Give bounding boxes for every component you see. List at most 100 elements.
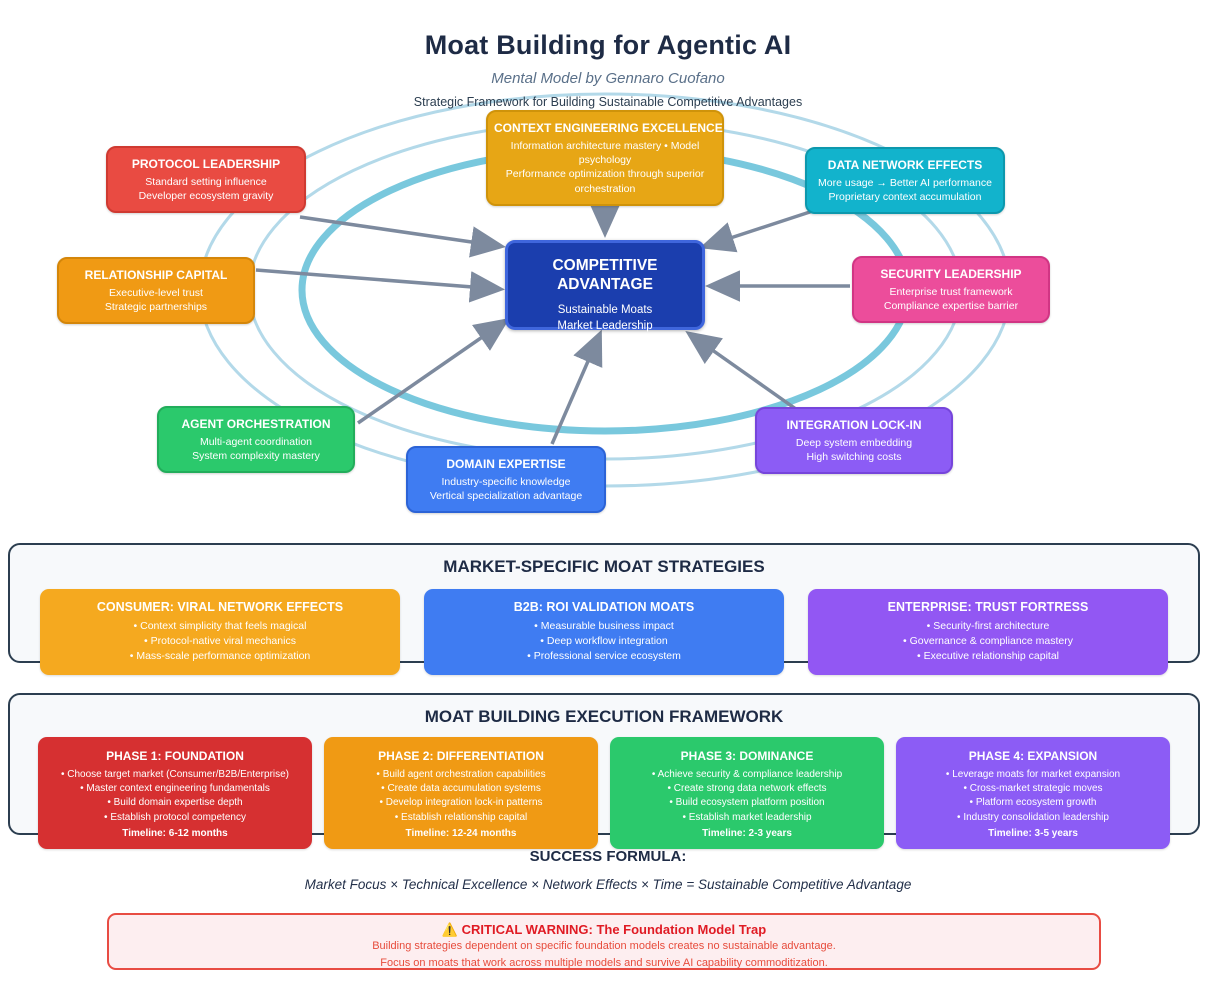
bullet-item: Create strong data network effects — [620, 782, 874, 796]
node-line: Deep system embedding — [795, 437, 913, 449]
phase-timeline: Timeline: 2-3 years — [702, 827, 792, 839]
bullet-item: Protocol-native viral mechanics — [50, 634, 390, 649]
warning-line: Focus on moats that work across multiple… — [380, 956, 828, 969]
node-line: Information architecture mastery • Model… — [510, 140, 700, 167]
card-title: PHASE 2: DIFFERENTIATION — [378, 749, 544, 763]
bullet-item: Build agent orchestration capabilities — [334, 768, 588, 782]
card-title: PHASE 3: DOMINANCE — [680, 749, 814, 763]
arrow-integration-to-center — [685, 330, 812, 421]
section-title: MOAT BUILDING EXECUTION FRAMEWORK — [424, 707, 784, 726]
node-line: System complexity mastery — [192, 450, 320, 463]
bullet-item: Executive relationship capital — [818, 649, 1158, 664]
success-formula: SUCCESS FORMULA: Market Focus × Technica… — [0, 848, 1216, 892]
bullet-item: Security-first architecture — [818, 619, 1158, 634]
bullet-item: Build domain expertise depth — [48, 796, 302, 810]
node-line: Executive-level trust — [109, 287, 203, 299]
bullet-item: Cross-market strategic moves — [906, 782, 1160, 796]
bullet-item: Establish relationship capital — [334, 811, 588, 825]
bullet-item: Develop integration lock-in patterns — [334, 796, 588, 810]
node-protocol-leadership: PROTOCOL LEADERSHIP Standard setting inf… — [106, 146, 306, 214]
page-title: Moat Building for Agentic AI — [424, 30, 792, 60]
success-formula-text: Market Focus × Technical Excellence × Ne… — [304, 877, 912, 892]
node-agent-orchestration: AGENT ORCHESTRATION Multi-agent coordina… — [157, 406, 355, 474]
bullet-item: Establish market leadership — [620, 811, 874, 825]
node-line: Standard setting influence — [145, 176, 267, 188]
node-line: Multi-agent coordination — [199, 436, 313, 448]
node-relationship-capital: RELATIONSHIP CAPITAL Executive-level tru… — [57, 257, 255, 325]
phase-timeline: Timeline: 3-5 years — [988, 827, 1078, 839]
bullet-item: Governance & compliance mastery — [818, 634, 1158, 649]
bullet-item: Leverage moats for market expansion — [906, 768, 1160, 782]
node-line: Enterprise trust framework — [889, 286, 1013, 298]
node-line: Performance optimization through superio… — [505, 168, 705, 195]
bullet-item: Measurable business impact — [434, 619, 774, 634]
warning-line: Building strategies dependent on specifi… — [372, 940, 836, 952]
node-title: INTEGRATION LOCK-IN — [786, 418, 922, 432]
critical-warning-box: ⚠️ CRITICAL WARNING: The Foundation Mode… — [107, 913, 1101, 970]
warning-title: ⚠️ CRITICAL WARNING: The Foundation Mode… — [109, 922, 1099, 938]
bullet-item: Industry consolidation leadership — [906, 811, 1160, 825]
arrow-agent-to-center — [357, 318, 510, 425]
bullet-item: Context simplicity that feels magical — [50, 619, 390, 634]
page-subtitle: Mental Model by Gennaro Cuofano — [491, 70, 725, 87]
node-title: AGENT ORCHESTRATION — [181, 417, 331, 431]
arrow-relationship-to-center — [255, 268, 505, 303]
bullet-item: Establish protocol competency — [48, 811, 302, 825]
node-competitive-advantage: COMPETITIVE ADVANTAGE Sustainable Moats … — [505, 240, 705, 332]
node-line: Proprietary context accumulation — [828, 191, 982, 204]
center-node-line: Sustainable Moats — [557, 304, 653, 317]
node-integration-lock-in: INTEGRATION LOCK-IN Deep system embeddin… — [755, 407, 953, 475]
node-title: CONTEXT ENGINEERING EXCELLENCE — [494, 121, 723, 135]
phase-timeline: Timeline: 6-12 months — [122, 827, 228, 839]
arrow-protocol-to-center — [299, 215, 506, 258]
arrow-data-to-center — [699, 206, 823, 253]
bullet-item: Platform ecosystem growth — [906, 796, 1160, 810]
phase-card-foundation: PHASE 1: FOUNDATION Choose target market… — [38, 737, 312, 849]
node-security-leadership: SECURITY LEADERSHIP Enterprise trust fra… — [852, 256, 1050, 324]
section-execution-framework: MOAT BUILDING EXECUTION FRAMEWORK PHASE … — [8, 693, 1200, 849]
node-line: Compliance expertise barrier — [883, 300, 1019, 313]
card-title: ENTERPRISE: TRUST FORTRESS — [887, 600, 1089, 614]
node-line: Developer ecosystem gravity — [138, 190, 274, 203]
success-formula-title: SUCCESS FORMULA: — [529, 848, 687, 865]
phase-card-differentiation: PHASE 2: DIFFERENTIATION Build agent orc… — [324, 737, 598, 849]
node-line: Vertical specialization advantage — [429, 490, 583, 503]
node-domain-expertise: DOMAIN EXPERTISE Industry-specific knowl… — [406, 446, 606, 514]
card-title: CONSUMER: VIRAL NETWORK EFFECTS — [96, 600, 344, 614]
bullet-item: Master context engineering fundamentals — [48, 782, 302, 796]
node-line: High switching costs — [806, 451, 902, 464]
node-title: RELATIONSHIP CAPITAL — [84, 268, 228, 282]
strategy-card-enterprise: ENTERPRISE: TRUST FORTRESS Security-firs… — [808, 589, 1168, 675]
card-title: B2B: ROI VALIDATION MOATS — [513, 600, 695, 614]
node-data-network-effects: DATA NETWORK EFFECTS More usage → Better… — [805, 147, 1005, 215]
node-line: More usage → Better AI performance — [818, 177, 992, 189]
section-market-strategies: MARKET-SPECIFIC MOAT STRATEGIES CONSUMER… — [8, 543, 1200, 675]
node-context-engineering-excellence: CONTEXT ENGINEERING EXCELLENCE Informati… — [486, 110, 724, 206]
node-line: Industry-specific knowledge — [441, 476, 571, 488]
bullet-item: Deep workflow integration — [434, 634, 774, 649]
bullet-item: Choose target market (Consumer/B2B/Enter… — [48, 768, 302, 782]
bullet-item: Build ecosystem platform position — [620, 796, 874, 810]
center-node-title: COMPETITIVE ADVANTAGE — [552, 257, 658, 293]
phase-card-dominance: PHASE 3: DOMINANCE Achieve security & co… — [610, 737, 884, 849]
center-node-line: Market Leadership — [557, 320, 653, 333]
bullet-item: Create data accumulation systems — [334, 782, 588, 796]
page-tagline: Strategic Framework for Building Sustain… — [413, 95, 803, 109]
warning-icon: ⚠️ — [441, 922, 459, 937]
strategy-card-b2b: B2B: ROI VALIDATION MOATS Measurable bus… — [424, 589, 784, 675]
card-title: PHASE 4: EXPANSION — [968, 749, 1098, 763]
arrow-domain-to-center — [550, 329, 603, 445]
node-title: PROTOCOL LEADERSHIP — [131, 157, 281, 171]
bullet-item: Mass-scale performance optimization — [50, 649, 390, 664]
bullet-item: Achieve security & compliance leadership — [620, 768, 874, 782]
node-title: DOMAIN EXPERTISE — [446, 457, 566, 471]
node-line: Strategic partnerships — [104, 301, 208, 314]
card-title: PHASE 1: FOUNDATION — [106, 749, 244, 763]
header: Moat Building for Agentic AI Mental Mode… — [0, 0, 1216, 109]
warning-title-text: CRITICAL WARNING: The Foundation Model T… — [461, 922, 767, 937]
phase-timeline: Timeline: 12-24 months — [405, 827, 517, 839]
section-title: MARKET-SPECIFIC MOAT STRATEGIES — [443, 557, 765, 576]
node-title: SECURITY LEADERSHIP — [880, 267, 1022, 281]
bullet-item: Professional service ecosystem — [434, 649, 774, 664]
